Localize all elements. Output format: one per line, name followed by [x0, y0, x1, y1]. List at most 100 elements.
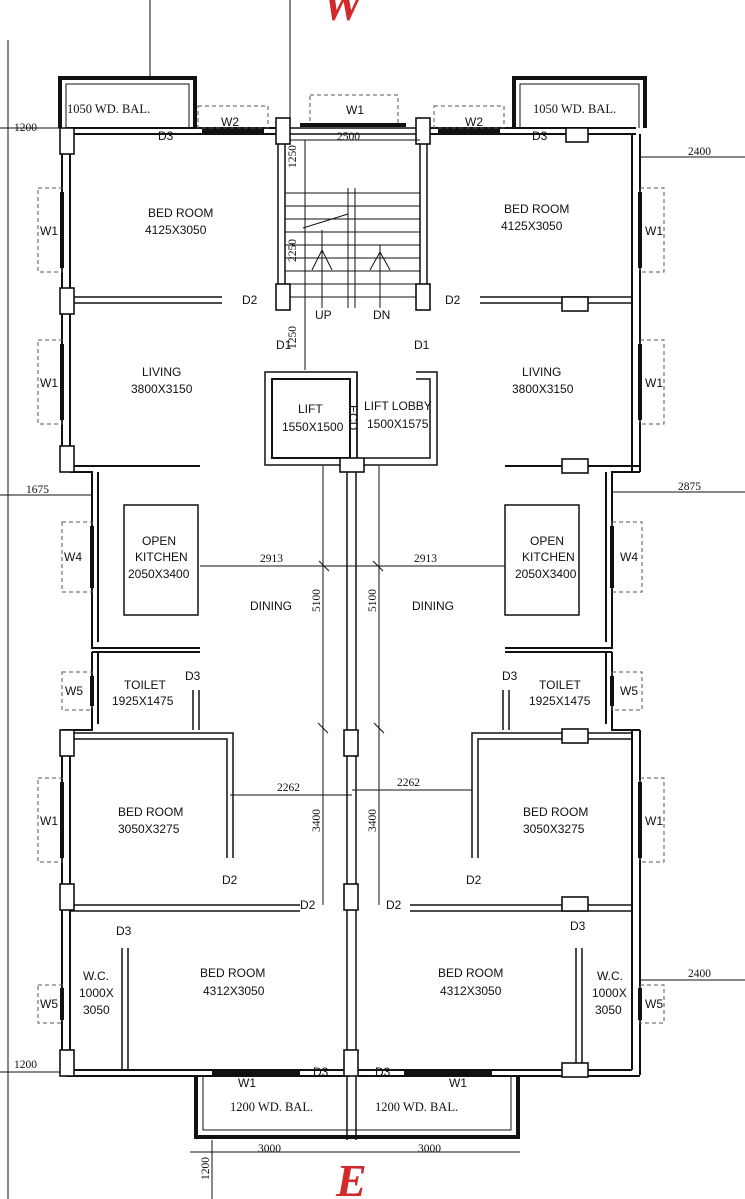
window-tag-w1: W1: [645, 814, 663, 828]
dim-3400-right: 3400: [367, 809, 379, 832]
kitchen-counter-left: [123, 504, 199, 616]
dim-2250: 2250: [287, 239, 299, 262]
stair-down-label: DN: [373, 308, 390, 322]
dim-2913-left: 2913: [260, 553, 283, 565]
dim-1200-top: 1200: [14, 122, 37, 134]
dim-1250-a: 1250: [287, 145, 299, 168]
lift-lobby: [356, 371, 438, 466]
kitchen-right-label-2: KITCHEN: [522, 550, 575, 564]
balcony-bottom: [194, 1076, 520, 1139]
balcony-top-right: [512, 76, 647, 128]
window-tag-w2: W2: [221, 115, 239, 129]
balcony-top-left: [58, 76, 197, 128]
door-tag-d3: D3: [375, 1065, 391, 1079]
ecd-label: ECD: [346, 405, 360, 431]
lift-lobby-size: 1500X1575: [367, 417, 429, 431]
window-tag-w5: W5: [65, 684, 83, 698]
door-tag-d2: D2: [445, 293, 461, 307]
door-tag-d3: D3: [570, 919, 586, 933]
dining-left-label: DINING: [250, 599, 292, 613]
door-tag-d3: D3: [116, 924, 132, 938]
toilet-left-label: TOILET: [124, 678, 166, 692]
window-tag-w1: W1: [238, 1076, 256, 1090]
lift-lobby-label: LIFT LOBBY: [364, 399, 432, 413]
dim-3400-left: 3400: [311, 809, 323, 832]
dim-2262-left: 2262: [277, 782, 300, 794]
door-tag-d2: D2: [466, 873, 482, 887]
wc-right-size-1: 1000X: [592, 986, 627, 1000]
window-tag-w1: W1: [40, 224, 58, 238]
bedroom-2-left-size: 3050X3275: [118, 822, 180, 836]
toilet-right-size: 1925X1475: [529, 694, 591, 708]
living-right-size: 3800X3150: [512, 382, 574, 396]
window-tag-w1: W1: [40, 814, 58, 828]
dimension-lines: [0, 127, 745, 1199]
window-tag-w5: W5: [40, 997, 58, 1011]
compass-east-label: E: [335, 1155, 367, 1199]
dim-1200-bottom: 1200: [14, 1059, 37, 1071]
window-tag-w5: W5: [620, 684, 638, 698]
kitchen-right-label-1: OPEN: [530, 534, 564, 548]
lift-shaft: [264, 371, 358, 466]
dim-5100-left: 5100: [311, 589, 323, 612]
door-tag-d2: D2: [222, 873, 238, 887]
outer-walls: [61, 127, 641, 1077]
dim-1200-vertical: 1200: [200, 1157, 212, 1180]
dim-2262-right: 2262: [397, 777, 420, 789]
door-tag-d3: D3: [158, 129, 174, 143]
balcony-bottom-right-label: 1200 WD. BAL.: [375, 1100, 458, 1114]
balcony-bottom-left-label: 1200 WD. BAL.: [230, 1100, 313, 1114]
bedroom-3-right-size: 4312X3050: [440, 984, 502, 998]
bedroom-1-right-label: BED ROOM: [504, 202, 569, 216]
dim-3000-left: 3000: [258, 1143, 281, 1155]
toilet-right-label: TOILET: [539, 678, 581, 692]
lift-size: 1550X1500: [282, 420, 344, 434]
window-tag-w1: W1: [449, 1076, 467, 1090]
balcony-top-right-label: 1050 WD. BAL.: [533, 102, 616, 116]
compass-west-label: W: [322, 0, 366, 30]
balcony-top-left-label: 1050 WD. BAL.: [67, 102, 150, 116]
door-tag-d3: D3: [502, 669, 518, 683]
wc-left-label: W.C.: [83, 969, 109, 983]
door-tag-d3: D3: [532, 129, 548, 143]
bedroom-2-right-size: 3050X3275: [523, 822, 585, 836]
wc-right-label: W.C.: [597, 969, 623, 983]
kitchen-left-label-1: OPEN: [142, 534, 176, 548]
staircase: [285, 188, 420, 308]
stair-up-label: UP: [315, 308, 332, 322]
door-tag-d1: D1: [276, 338, 292, 352]
kitchen-right-size: 2050X3400: [515, 567, 577, 581]
dim-2500: 2500: [337, 131, 360, 143]
bedroom-1-right-size: 4125X3050: [501, 219, 563, 233]
window-tag-w1: W1: [346, 103, 364, 117]
columns: [59, 117, 589, 1078]
kitchen-left-size: 2050X3400: [128, 567, 190, 581]
living-left-label: LIVING: [142, 365, 181, 379]
toilet-left-size: 1925X1475: [112, 694, 174, 708]
window-tag-w2: W2: [465, 115, 483, 129]
wc-left-size-1: 1000X: [79, 986, 114, 1000]
bedroom-2-left-label: BED ROOM: [118, 805, 183, 819]
door-tag-d3: D3: [313, 1065, 329, 1079]
dining-right-label: DINING: [412, 599, 454, 613]
bedroom-2-right-label: BED ROOM: [523, 805, 588, 819]
dim-5100-right: 5100: [367, 589, 379, 612]
living-left-size: 3800X3150: [131, 382, 193, 396]
window-tag-w1: W1: [645, 224, 663, 238]
window-tag-w4: W4: [620, 550, 638, 564]
wc-right-size-2: 3050: [595, 1003, 622, 1017]
living-right-label: LIVING: [522, 365, 561, 379]
door-tag-d2: D2: [386, 898, 402, 912]
dim-3000-right: 3000: [418, 1143, 441, 1155]
bedroom-1-left-label: BED ROOM: [148, 206, 213, 220]
bedroom-3-left-label: BED ROOM: [200, 966, 265, 980]
lift-label: LIFT: [298, 402, 323, 416]
door-tag-d2: D2: [242, 293, 258, 307]
dim-1250-b: 1250: [287, 326, 299, 349]
window-tag-w5: W5: [645, 997, 663, 1011]
kitchen-left-label-2: KITCHEN: [135, 550, 188, 564]
window-tag-w1: W1: [40, 376, 58, 390]
interior-walls: [70, 127, 632, 1140]
window-tag-w1: W1: [645, 376, 663, 390]
